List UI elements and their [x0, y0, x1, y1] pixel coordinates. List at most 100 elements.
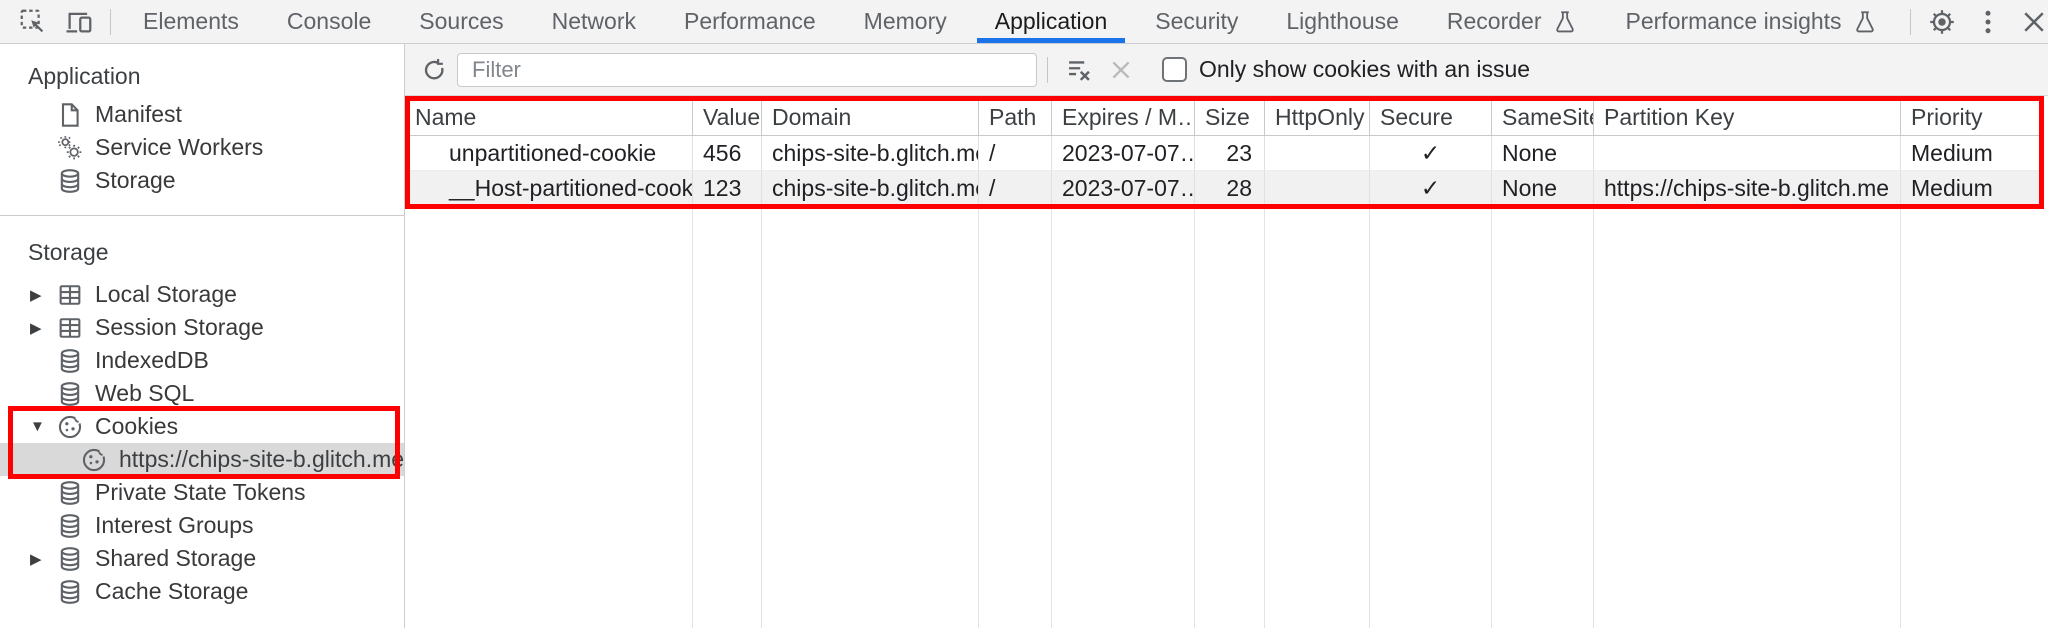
filter-input[interactable]	[457, 52, 1037, 87]
sidebar-item-label: Local Storage	[95, 281, 237, 307]
cell-value[interactable]: 456	[693, 136, 762, 171]
refresh-icon	[420, 56, 448, 84]
tab-label: Performance insights	[1625, 8, 1842, 34]
cell-size[interactable]: 28	[1195, 171, 1265, 206]
cell-httponly[interactable]	[1265, 136, 1370, 171]
cookie-icon	[80, 446, 108, 474]
disclosure-collapsed-icon[interactable]: ▶	[30, 286, 42, 304]
column-header-name[interactable]: Name	[405, 99, 693, 136]
tab-memory[interactable]: Memory	[840, 0, 971, 43]
tab-sources[interactable]: Sources	[395, 0, 527, 43]
tab-label: Security	[1155, 8, 1239, 34]
column-header-httponly[interactable]: HttpOnly	[1265, 99, 1370, 136]
sidebar-item-cache-storage[interactable]: Cache Storage	[0, 575, 404, 608]
cookies-pane: Only show cookies with an issue Name Val…	[405, 44, 2048, 628]
cell-value[interactable]: 123	[693, 171, 762, 206]
refresh-button[interactable]	[413, 49, 455, 91]
cell-name[interactable]: unpartitioned-cookie	[405, 136, 693, 171]
sidebar-item-label: Private State Tokens	[95, 479, 306, 505]
tab-performance[interactable]: Performance	[660, 0, 840, 43]
delete-x-icon	[1107, 56, 1135, 84]
cell-expires[interactable]: 2023-07-07…	[1052, 136, 1195, 171]
cell-partition-key[interactable]: https://chips-site-b.glitch.me	[1594, 171, 1901, 206]
cell-partition-key[interactable]	[1594, 136, 1901, 171]
tab-application[interactable]: Application	[971, 0, 1132, 43]
delete-selected-button[interactable]	[1100, 49, 1142, 91]
cell-samesite[interactable]: None	[1492, 136, 1594, 171]
settings-gear-button[interactable]	[1919, 0, 1965, 43]
clear-all-cookies-button[interactable]	[1058, 49, 1100, 91]
column-header-expires[interactable]: Expires / M…	[1052, 99, 1195, 136]
column-header-path[interactable]: Path	[979, 99, 1052, 136]
tab-network[interactable]: Network	[528, 0, 660, 43]
sidebar-item-shared-storage[interactable]: ▶ Shared Storage	[0, 542, 404, 575]
cell-size[interactable]: 23	[1195, 136, 1265, 171]
disclosure-collapsed-icon[interactable]: ▶	[30, 319, 42, 337]
application-sidebar: Application Manifest	[0, 44, 405, 628]
database-icon	[56, 512, 84, 540]
sidebar-item-label: Shared Storage	[95, 545, 257, 571]
sidebar-item-private-state-tokens[interactable]: Private State Tokens	[0, 476, 404, 509]
sidebar-item-label: Session Storage	[95, 314, 264, 340]
cell-httponly[interactable]	[1265, 171, 1370, 206]
disclosure-collapsed-icon[interactable]: ▶	[30, 550, 42, 568]
application-section-header: Application	[28, 63, 141, 89]
column-header-secure[interactable]: Secure	[1370, 99, 1492, 136]
toggle-device-toolbar-button[interactable]	[56, 0, 102, 43]
sidebar-item-label: IndexedDB	[95, 347, 209, 373]
cell-secure[interactable]: ✓	[1370, 171, 1492, 206]
cell-samesite[interactable]: None	[1492, 171, 1594, 206]
inspect-element-button[interactable]	[10, 0, 56, 43]
sidebar-item-local-storage[interactable]: ▶ Local Storage	[0, 278, 404, 311]
sidebar-item-interest-groups[interactable]: Interest Groups	[0, 509, 404, 542]
column-header-size[interactable]: Size	[1195, 99, 1265, 136]
tab-elements[interactable]: Elements	[119, 0, 263, 43]
tab-label: Performance	[684, 8, 816, 34]
disclosure-expanded-icon[interactable]: ▼	[30, 418, 45, 435]
tab-recorder[interactable]: Recorder	[1423, 0, 1602, 43]
grid-filler	[762, 206, 979, 628]
tab-performance-insights[interactable]: Performance insights	[1602, 0, 1902, 43]
column-header-samesite[interactable]: SameSite	[1492, 99, 1594, 136]
cell-path[interactable]: /	[979, 171, 1052, 206]
sidebar-item-session-storage[interactable]: ▶ Session Storage	[0, 311, 404, 344]
cell-priority[interactable]: Medium	[1901, 136, 2039, 171]
cell-secure[interactable]: ✓	[1370, 136, 1492, 171]
grid-filler	[405, 206, 693, 628]
sidebar-item-service-workers[interactable]: Service Workers	[0, 131, 404, 164]
cookies-table: Name Value Domain Path Expires / M… Size…	[405, 99, 2041, 628]
only-show-issue-label[interactable]: Only show cookies with an issue	[1199, 56, 1531, 82]
only-show-issue-checkbox[interactable]	[1162, 57, 1187, 82]
sidebar-item-storage[interactable]: Storage	[0, 164, 404, 197]
sidebar-item-web-sql[interactable]: Web SQL	[0, 377, 404, 410]
column-header-value[interactable]: Value	[693, 99, 762, 136]
cell-path[interactable]: /	[979, 136, 1052, 171]
cell-expires[interactable]: 2023-07-07…	[1052, 171, 1195, 206]
cell-domain[interactable]: chips-site-b.glitch.me	[762, 171, 979, 206]
column-header-partition-key[interactable]: Partition Key	[1594, 99, 1901, 136]
grid-filler	[1265, 206, 1370, 628]
experiment-flask-icon	[1555, 10, 1574, 32]
sidebar-item-indexeddb[interactable]: IndexedDB	[0, 344, 404, 377]
column-header-domain[interactable]: Domain	[762, 99, 979, 136]
cell-priority[interactable]: Medium	[1901, 171, 2039, 206]
close-devtools-button[interactable]	[2011, 0, 2048, 43]
grid-filler	[1492, 206, 1594, 628]
grid-filler	[693, 206, 762, 628]
sidebar-item-cookies-origin[interactable]: https://chips-site-b.glitch.me	[0, 443, 404, 476]
sidebar-item-manifest[interactable]: Manifest	[0, 98, 404, 131]
devtools-tabbar: Elements Console Sources Network Perform…	[0, 0, 2048, 44]
sidebar-item-cookies[interactable]: ▼ Cookies	[0, 410, 404, 443]
column-header-priority[interactable]: Priority	[1901, 99, 2039, 136]
cell-domain[interactable]: chips-site-b.glitch.me	[762, 136, 979, 171]
tab-console[interactable]: Console	[263, 0, 395, 43]
tab-lighthouse[interactable]: Lighthouse	[1262, 0, 1423, 43]
device-toolbar-icon	[64, 7, 94, 37]
more-options-button[interactable]	[1965, 0, 2011, 43]
database-icon	[56, 167, 84, 195]
tab-label: Lighthouse	[1286, 8, 1399, 34]
cell-name[interactable]: __Host-partitioned-cookie	[405, 171, 693, 206]
tab-security[interactable]: Security	[1131, 0, 1262, 43]
document-icon	[56, 101, 84, 129]
